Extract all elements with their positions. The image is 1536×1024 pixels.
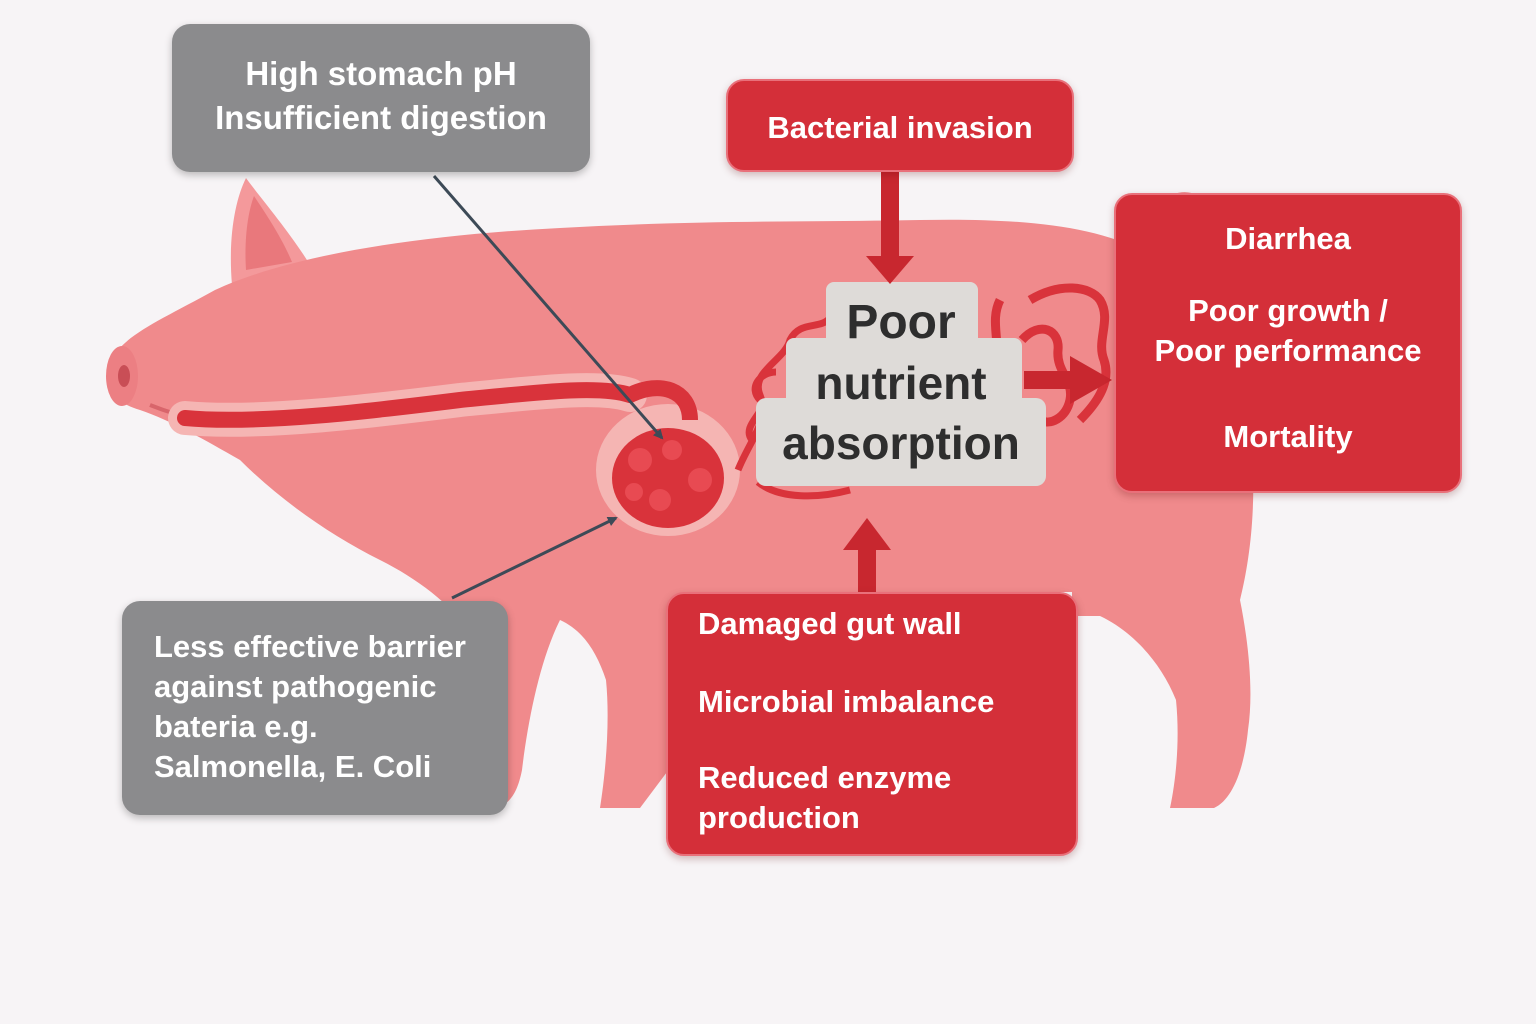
outcome-poor-performance: Poor performance (1154, 333, 1422, 368)
bacterial-invasion-box: Bacterial invasion (726, 79, 1074, 172)
stomach-ph-line-2: Insufficient digestion (215, 99, 547, 136)
outcomes-box: Diarrhea Poor growth / Poor performance … (1114, 193, 1462, 493)
arrow-barrier-to-stomach (451, 516, 618, 600)
barrier-line-2: against pathogenic (154, 669, 437, 704)
center-line-2: nutrient (815, 357, 987, 409)
outcome-poor-growth: Poor growth / (1188, 293, 1388, 328)
gut-line-2: Microbial imbalance (698, 684, 995, 719)
poor-absorption-label: Poor nutrient absorption (756, 290, 1046, 486)
arrow-gut-up (843, 518, 891, 594)
arrow-bacterial-down (866, 172, 914, 284)
center-line-3: absorption (782, 417, 1020, 469)
barrier-line-4: Salmonella, E. Coli (154, 749, 432, 784)
barrier-line-1: Less effective barrier (154, 629, 466, 664)
center-line-1: Poor (846, 296, 956, 349)
gut-line-3: Reduced enzyme (698, 760, 952, 795)
gut-line-4: production (698, 800, 860, 835)
gut-causes-box: Damaged gut wall Microbial imbalance Red… (666, 592, 1078, 856)
stomach-icon (596, 380, 740, 536)
barrier-box: Less effective barrier against pathogeni… (122, 601, 508, 815)
stomach-ph-line-1: High stomach pH (245, 55, 517, 92)
arrow-ph-to-stomach (432, 175, 664, 440)
stomach-ph-box: High stomach pH Insufficient digestion (172, 24, 590, 172)
outcome-diarrhea: Diarrhea (1225, 221, 1351, 256)
outcome-mortality: Mortality (1223, 419, 1353, 454)
bacterial-invasion-label: Bacterial invasion (767, 110, 1033, 145)
center-panel (756, 282, 1046, 486)
arrow-to-outcomes (1024, 356, 1112, 404)
barrier-line-3: bateria e.g. (154, 709, 318, 744)
gut-line-1: Damaged gut wall (698, 606, 962, 641)
